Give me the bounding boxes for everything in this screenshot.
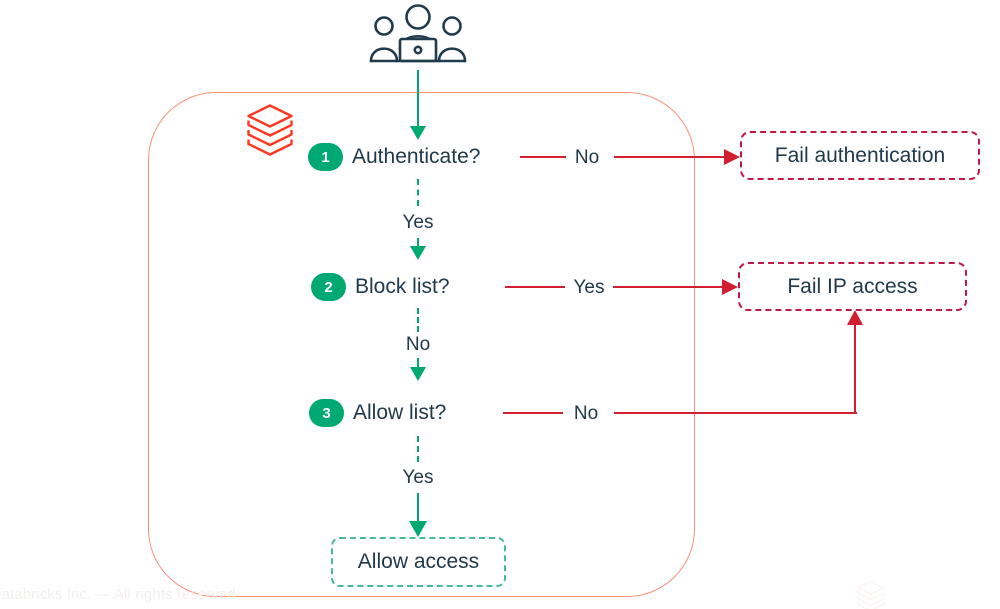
terminal-allow-access-label: Allow access [357, 550, 480, 573]
databricks-logo-icon [247, 104, 293, 156]
step3-continue-label: Yes [399, 466, 437, 490]
step-2-badge: 2 [311, 273, 346, 301]
step-1-label: Authenticate? [352, 145, 481, 168]
terminal-fail-ip-access-label: Fail IP access [787, 274, 918, 298]
step1-continue-label: Yes [399, 211, 437, 235]
step-authenticate: 1 Authenticate? [308, 143, 480, 171]
step3-continue-arrowhead-icon [409, 521, 427, 537]
step3-continue-line [416, 436, 419, 462]
databricks-boundary-box [148, 92, 695, 597]
terminal-fail-ip-access: Fail IP access [738, 262, 967, 311]
copyright-note: Databricks Inc. — All rights reserved [0, 587, 236, 603]
step1-branch-line-a [520, 155, 566, 159]
step2-branch-line-a [505, 285, 565, 289]
step3-branch-line-up [853, 324, 857, 415]
step2-branch-arrowhead-icon [722, 279, 738, 295]
step3-branch-line-a [503, 411, 563, 415]
step-block-list: 2 Block list? [311, 273, 450, 301]
step1-continue-stem [416, 238, 420, 247]
step2-continue-label: No [402, 333, 434, 357]
step-2-label: Block list? [355, 275, 450, 298]
entry-arrow-line [416, 70, 420, 126]
terminal-fail-authentication: Fail authentication [740, 131, 980, 180]
terminal-allow-access: Allow access [331, 537, 506, 587]
step-allow-list: 3 Allow list? [309, 399, 446, 427]
entry-arrowhead-icon [410, 126, 426, 140]
step3-branch-line-b [614, 411, 857, 415]
step3-continue-stem [416, 493, 420, 522]
step2-branch-line-b [613, 285, 724, 289]
step2-branch-label: Yes [570, 276, 608, 300]
step-3-badge: 3 [309, 399, 344, 427]
step2-continue-arrowhead-icon [410, 367, 426, 381]
step1-continue-line [416, 179, 419, 206]
step1-branch-arrowhead-icon [724, 149, 740, 165]
step2-continue-stem [416, 358, 420, 368]
step2-continue-line [416, 308, 419, 332]
step3-branch-arrowhead-icon [847, 310, 863, 325]
step1-branch-label: No [571, 146, 603, 170]
step-3-label: Allow list? [353, 401, 447, 424]
databricks-logo-watermark-icon [857, 580, 885, 609]
users-at-laptop-icon [369, 4, 467, 63]
terminal-fail-authentication-label: Fail authentication [774, 143, 946, 167]
step1-branch-line-b [614, 155, 726, 159]
step1-continue-arrowhead-icon [410, 246, 426, 260]
step-1-badge: 1 [308, 143, 343, 171]
step3-branch-label: No [570, 402, 602, 426]
